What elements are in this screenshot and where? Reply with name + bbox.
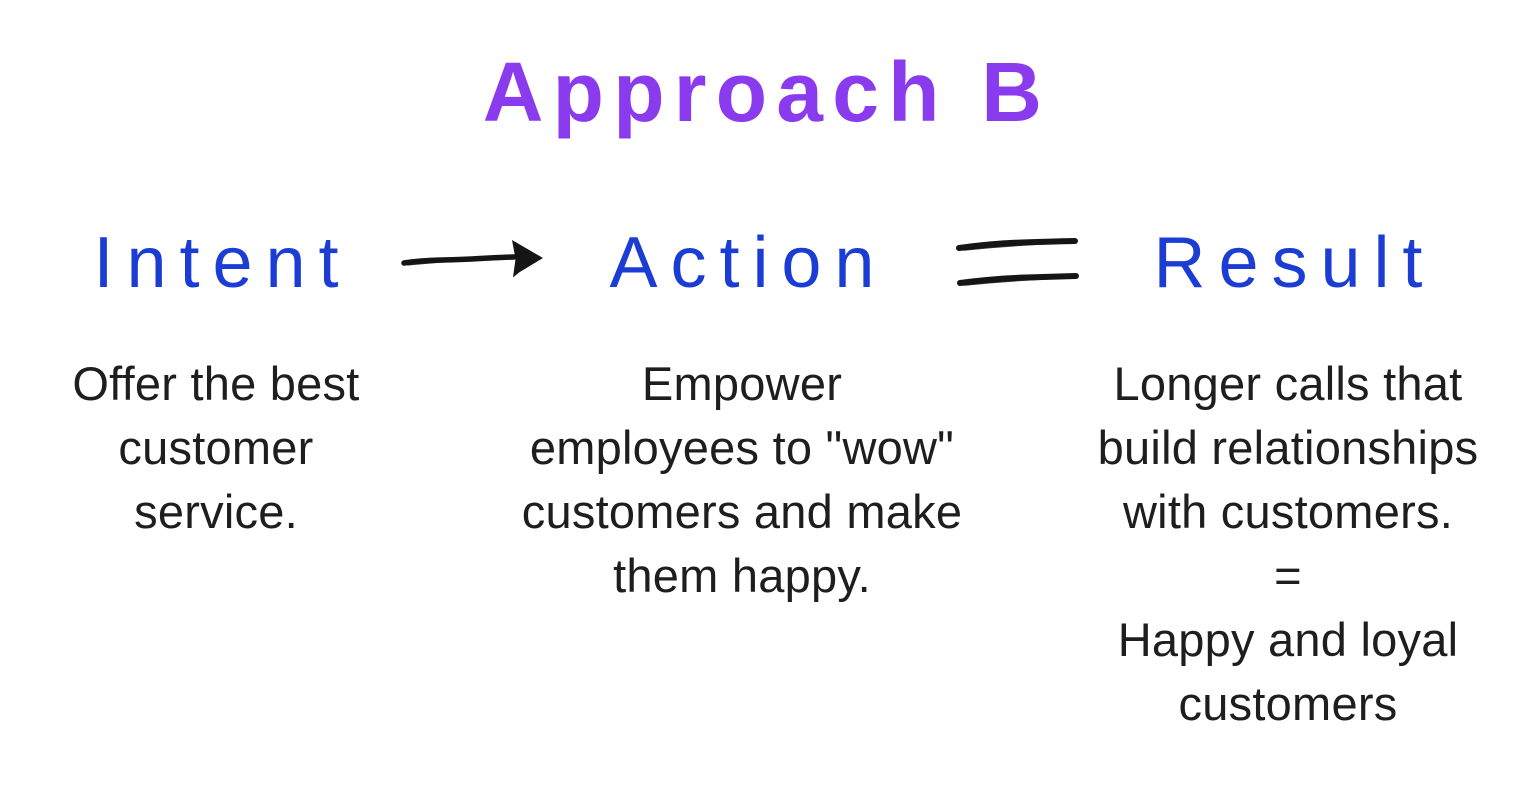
result-heading: Result xyxy=(1153,223,1436,303)
action-heading: Action xyxy=(609,223,888,303)
column-result: Result Longer calls that build relations… xyxy=(1058,220,1518,736)
result-description: Longer calls that build relationships wi… xyxy=(1097,357,1479,730)
intent-description: Offer the best customer service. xyxy=(72,357,360,538)
arrow-icon xyxy=(400,230,548,284)
column-action: Action Empower employees to "wow" custom… xyxy=(472,220,1012,608)
intent-heading: Intent xyxy=(93,223,352,303)
column-intent: Intent Offer the best customer service. xyxy=(16,220,416,544)
equals-icon xyxy=(952,228,1082,292)
page-title: Approach B xyxy=(482,45,1052,139)
action-description: Empower employees to "wow" customers and… xyxy=(521,357,963,602)
